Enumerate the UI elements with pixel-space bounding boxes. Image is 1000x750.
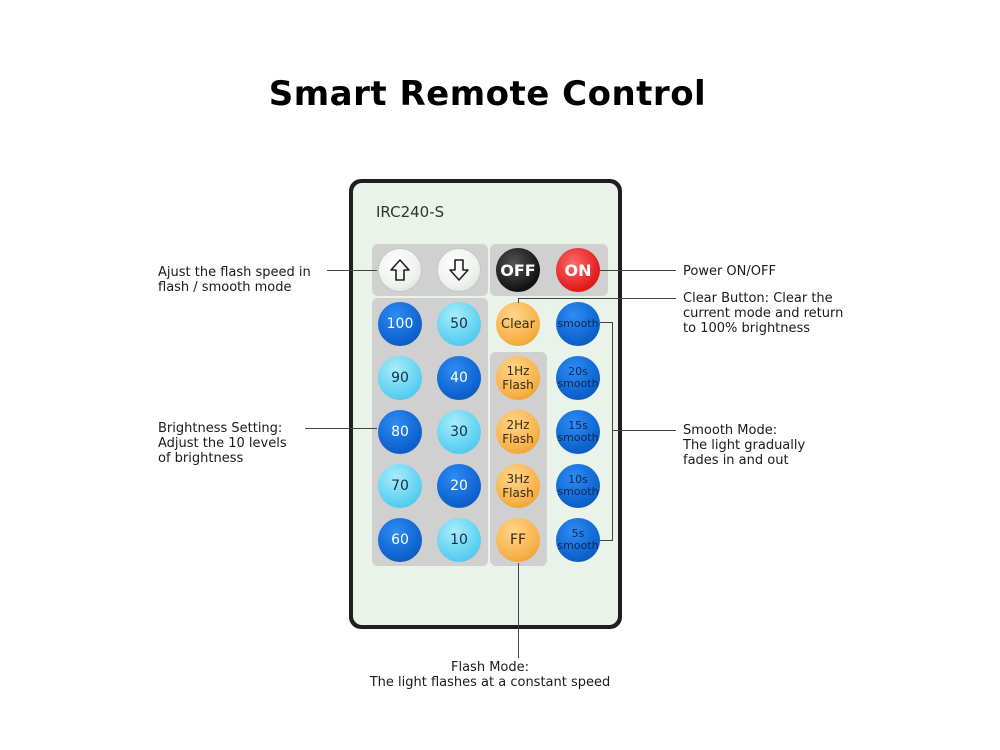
- brightness-50-button[interactable]: 50: [437, 302, 481, 346]
- clear-leader-vertical: [518, 298, 519, 303]
- brightness-100-button[interactable]: 100: [378, 302, 422, 346]
- model-number: IRC240-S: [376, 203, 445, 221]
- smooth-bracket-vertical: [612, 322, 613, 541]
- flash-label: Flash Mode:The light flashes at a consta…: [369, 660, 611, 690]
- power-off-button[interactable]: OFF: [496, 248, 540, 292]
- smooth-bracket-top: [600, 322, 613, 323]
- arrow-down-icon: [449, 259, 469, 281]
- brightness-leader-line: [305, 428, 377, 429]
- page-title: Smart Remote Control: [268, 74, 707, 114]
- brightness-30-button[interactable]: 30: [437, 410, 481, 454]
- brightness-90-button[interactable]: 90: [378, 356, 422, 400]
- clear-leader-horizontal: [518, 298, 676, 299]
- power-on-button[interactable]: ON: [556, 248, 600, 292]
- brightness-60-button[interactable]: 60: [378, 518, 422, 562]
- brightness-40-button[interactable]: 40: [437, 356, 481, 400]
- power-label: Power ON/OFF: [683, 264, 776, 279]
- speed-down-button[interactable]: [437, 248, 481, 292]
- brightness-20-button[interactable]: 20: [437, 464, 481, 508]
- smooth-button[interactable]: smooth: [556, 302, 600, 346]
- brightness-10-button[interactable]: 10: [437, 518, 481, 562]
- clear-button[interactable]: Clear: [496, 302, 540, 346]
- smooth-leader-line: [612, 430, 676, 431]
- smooth-bracket-bottom: [600, 540, 613, 541]
- speed-leader-line: [327, 270, 377, 271]
- ff-button[interactable]: FF: [496, 518, 540, 562]
- brightness-70-button[interactable]: 70: [378, 464, 422, 508]
- brightness-80-button[interactable]: 80: [378, 410, 422, 454]
- flash-leader-line: [518, 563, 519, 658]
- arrow-up-icon: [390, 259, 410, 281]
- power-leader-line: [600, 270, 676, 271]
- speed-up-button[interactable]: [378, 248, 422, 292]
